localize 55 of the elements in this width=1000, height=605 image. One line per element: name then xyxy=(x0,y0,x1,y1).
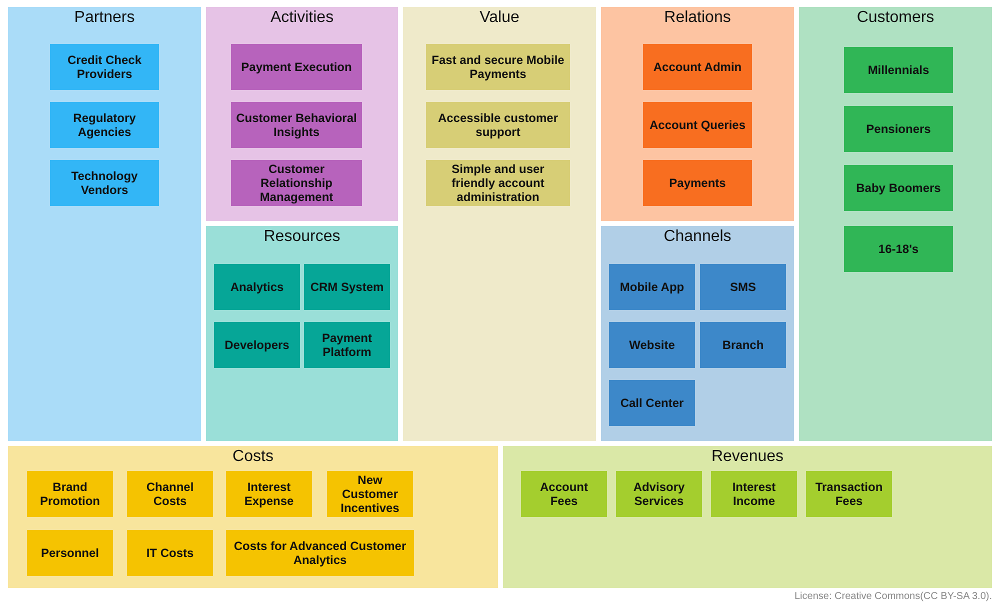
item-card: Interest Expense xyxy=(226,471,312,517)
item-card: Developers xyxy=(214,322,300,368)
item-card: Transaction Fees xyxy=(806,471,892,517)
section-panel xyxy=(601,7,794,221)
item-card: Pensioners xyxy=(844,106,953,152)
item-card: Website xyxy=(609,322,695,368)
section-heading: Resources xyxy=(264,228,340,246)
item-card: Baby Boomers xyxy=(844,165,953,211)
section-panel xyxy=(403,7,596,441)
item-card: Analytics xyxy=(214,264,300,310)
section-panel xyxy=(206,226,398,441)
item-card: Millennials xyxy=(844,47,953,93)
section-heading: Costs xyxy=(232,448,274,466)
section-heading: Activities xyxy=(270,9,334,27)
item-card: CRM System xyxy=(304,264,390,310)
item-card: Credit Check Providers xyxy=(50,44,159,90)
item-card: Call Center xyxy=(609,380,695,426)
section-panel xyxy=(8,446,498,588)
item-card: Account Fees xyxy=(521,471,607,517)
section-panel xyxy=(206,7,398,221)
item-card: Customer Behavioral Insights xyxy=(231,102,362,148)
item-card: Payment Execution xyxy=(231,44,362,90)
item-card: Personnel xyxy=(27,530,113,576)
item-card: Advisory Services xyxy=(616,471,702,517)
item-card: Account Admin xyxy=(643,44,752,90)
section-panel xyxy=(8,7,201,441)
item-card: Accessible customer support xyxy=(426,102,570,148)
item-card: Account Queries xyxy=(643,102,752,148)
section-panel xyxy=(601,226,794,441)
item-card: New Customer Incentives xyxy=(327,471,413,517)
item-card: Costs for Advanced Customer Analytics xyxy=(226,530,414,576)
section-heading: Channels xyxy=(664,228,732,246)
item-card: Customer Relationship Management xyxy=(231,160,362,206)
section-panel xyxy=(503,446,992,588)
item-card: Technology Vendors xyxy=(50,160,159,206)
item-card: Simple and user friendly account administration xyxy=(426,160,570,206)
item-card: IT Costs xyxy=(127,530,213,576)
item-card: SMS xyxy=(700,264,786,310)
section-heading: Revenues xyxy=(711,448,784,466)
item-card: Interest Income xyxy=(711,471,797,517)
section-heading: Relations xyxy=(664,9,731,27)
item-card: Payments xyxy=(643,160,752,206)
section-panel xyxy=(799,7,992,441)
section-heading: Value xyxy=(480,9,520,27)
section-heading: Partners xyxy=(74,9,135,27)
item-card: Branch xyxy=(700,322,786,368)
item-card: Channel Costs xyxy=(127,471,213,517)
item-card: Brand Promotion xyxy=(27,471,113,517)
section-heading: Customers xyxy=(856,9,934,27)
item-card: Payment Platform xyxy=(304,322,390,368)
item-card: 16-18's xyxy=(844,226,953,272)
item-card: Regulatory Agencies xyxy=(50,102,159,148)
license-note: License: Creative Commons(CC BY-SA 3.0). xyxy=(794,591,992,602)
item-card: Fast and secure Mobile Payments xyxy=(426,44,570,90)
item-card: Mobile App xyxy=(609,264,695,310)
